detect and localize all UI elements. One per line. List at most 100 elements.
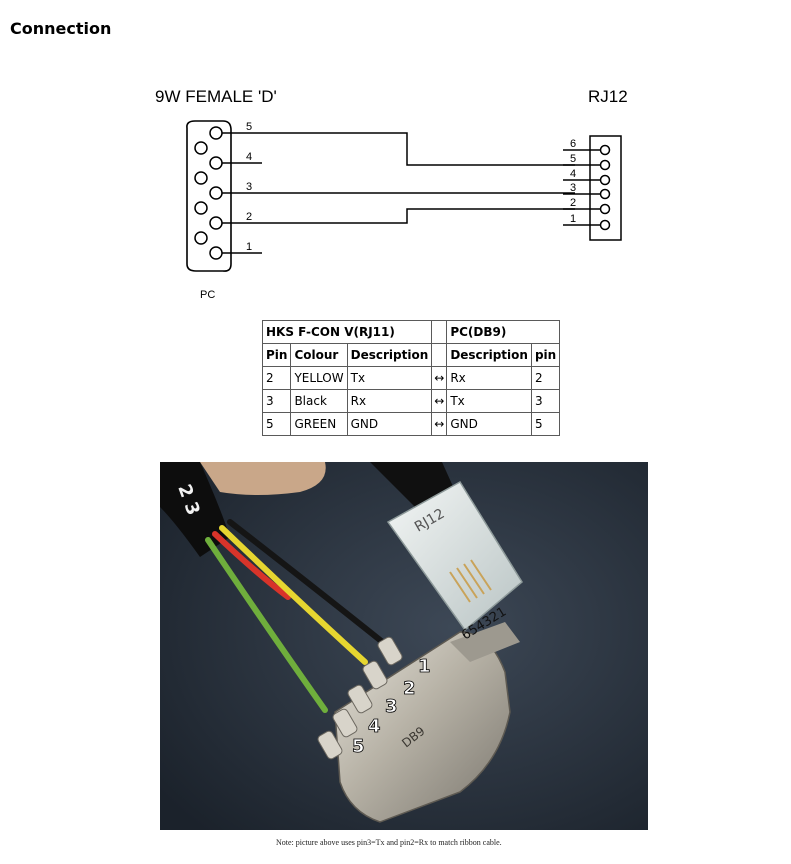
wire-db9-5-rj12-5 bbox=[262, 132, 575, 166]
table-row: 3 Black Rx ↔ Tx 3 bbox=[261, 389, 561, 413]
db9-hole bbox=[194, 201, 208, 215]
cell-colour: YELLOW bbox=[290, 366, 348, 390]
db9-hole bbox=[194, 171, 208, 185]
cell-description-pc: Tx bbox=[446, 389, 532, 413]
rj12-connector-label: RJ12 bbox=[588, 87, 628, 106]
col-header-pin: Pin bbox=[261, 343, 292, 367]
db9-pin-numbers-photo: 1 2 3 4 5 bbox=[352, 656, 431, 758]
photo-pin-number: 1 bbox=[418, 656, 431, 677]
page-title: Connection bbox=[10, 19, 112, 38]
wire-db9-2-rj12-2 bbox=[262, 208, 575, 224]
cell-description-pc: Rx bbox=[446, 366, 532, 390]
cell-colour: Black bbox=[290, 389, 348, 413]
yellow-wire bbox=[219, 525, 368, 665]
col-header-spacer bbox=[431, 343, 448, 367]
cell-pc-pin: 5 bbox=[530, 412, 561, 436]
bidirectional-arrow-icon: ↔ bbox=[431, 412, 448, 436]
cell-colour: GREEN bbox=[290, 412, 348, 436]
rj12-hole bbox=[599, 203, 611, 215]
db9-pin-numbers: 5 4 3 2 1 bbox=[246, 121, 252, 253]
db9-pin-number: 2 bbox=[246, 211, 252, 223]
db9-hole bbox=[209, 186, 223, 200]
db9-solder-cup bbox=[347, 684, 373, 714]
cell-pin: 2 bbox=[261, 366, 292, 390]
db9-solder-cup bbox=[377, 636, 403, 666]
cable-photo: 2 3 RJ12 654321 DB9 1 2 3 4 5 bbox=[160, 462, 648, 830]
cell-description: Tx bbox=[346, 366, 433, 390]
db9-shell bbox=[186, 120, 232, 272]
bidirectional-arrow-icon: ↔ bbox=[431, 366, 448, 390]
pin-mapping-table: HKS F-CON V(RJ11) PC(DB9) Pin Colour Des… bbox=[261, 320, 561, 436]
photo-pin-number: 4 bbox=[368, 716, 381, 737]
db9-pin-stubs bbox=[222, 132, 262, 254]
rj12-pin-number: 4 bbox=[570, 168, 576, 180]
rj12-pin-stubs bbox=[563, 149, 600, 226]
db9-flange bbox=[450, 622, 520, 662]
rj12-plug bbox=[386, 480, 523, 632]
table-row: 5 GREEN GND ↔ GND 5 bbox=[261, 412, 561, 436]
cell-pin: 3 bbox=[261, 389, 292, 413]
rj12-contact bbox=[449, 571, 471, 603]
rj12-body bbox=[589, 135, 622, 241]
photo-pin-number: 3 bbox=[385, 696, 398, 717]
rj12-contacts bbox=[449, 559, 492, 603]
rj12-hole bbox=[599, 174, 611, 186]
photo-caption-note: Note: picture above uses pin3=Tx and pin… bbox=[276, 838, 502, 847]
db9-solder-cup bbox=[362, 660, 388, 690]
col-header-description-pc: Description bbox=[446, 343, 532, 367]
rj12-pin-numbers: 6 5 4 3 2 1 bbox=[570, 138, 576, 225]
db9-hole bbox=[209, 246, 223, 260]
rj12-hole bbox=[599, 144, 611, 156]
rj12-pin-number: 2 bbox=[570, 197, 576, 209]
cell-pin: 5 bbox=[261, 412, 292, 436]
db9-pin-number: 4 bbox=[246, 151, 252, 163]
db9-connector-label: 9W FEMALE 'D' bbox=[155, 87, 277, 106]
db9-solder-cup bbox=[332, 708, 358, 738]
rj12-contact bbox=[470, 559, 492, 591]
photo-pin-number: 5 bbox=[352, 736, 365, 757]
red-wire bbox=[212, 531, 291, 600]
db9-hole bbox=[194, 141, 208, 155]
db9-pin-number: 5 bbox=[246, 121, 252, 133]
col-header-pc-pin: pin bbox=[530, 343, 561, 367]
col-header-colour: Colour bbox=[290, 343, 348, 367]
black-wire bbox=[227, 519, 388, 647]
photo-pin-number: 2 bbox=[403, 678, 416, 699]
db9-holes bbox=[194, 126, 223, 260]
rj12-pin-number: 3 bbox=[570, 182, 576, 194]
group-header-spacer bbox=[431, 320, 448, 344]
pc-label: PC bbox=[200, 289, 215, 301]
rj12-pin-number: 6 bbox=[570, 138, 576, 150]
group-header-db9: PC(DB9) bbox=[446, 320, 561, 344]
bidirectional-arrow-icon: ↔ bbox=[431, 389, 448, 413]
db9-hole bbox=[194, 231, 208, 245]
col-header-description: Description bbox=[346, 343, 433, 367]
rj12-hole bbox=[599, 219, 611, 231]
rj12-contact bbox=[456, 567, 478, 599]
rj12-pin-number: 1 bbox=[570, 213, 576, 225]
db9-hole bbox=[209, 216, 223, 230]
rj12-hole bbox=[599, 188, 611, 200]
table-header-row: Pin Colour Description Description pin bbox=[261, 343, 561, 367]
wiring-diagram: 9W FEMALE 'D' RJ12 5 4 3 2 1 PC bbox=[155, 87, 628, 301]
rj12-holes bbox=[599, 144, 611, 231]
finger bbox=[200, 462, 326, 495]
db9-pin-number: 1 bbox=[246, 241, 252, 253]
db9-solder-cups bbox=[317, 636, 403, 760]
db9-hole bbox=[209, 126, 223, 140]
db9-solder-cup bbox=[317, 730, 343, 760]
rj12-pin-number: 5 bbox=[570, 153, 576, 165]
db9-pin-number: 3 bbox=[246, 181, 252, 193]
group-header-rj11: HKS F-CON V(RJ11) bbox=[261, 320, 433, 344]
rj12-contact bbox=[463, 563, 485, 595]
wires bbox=[262, 132, 575, 224]
rj12-hole bbox=[599, 159, 611, 171]
cell-pc-pin: 3 bbox=[530, 389, 561, 413]
cell-description-pc: GND bbox=[446, 412, 532, 436]
cell-description: GND bbox=[346, 412, 433, 436]
db9-hole bbox=[209, 156, 223, 170]
table-row: 2 YELLOW Tx ↔ Rx 2 bbox=[261, 366, 561, 390]
green-wire bbox=[205, 537, 328, 713]
cell-pc-pin: 2 bbox=[530, 366, 561, 390]
cell-description: Rx bbox=[346, 389, 433, 413]
